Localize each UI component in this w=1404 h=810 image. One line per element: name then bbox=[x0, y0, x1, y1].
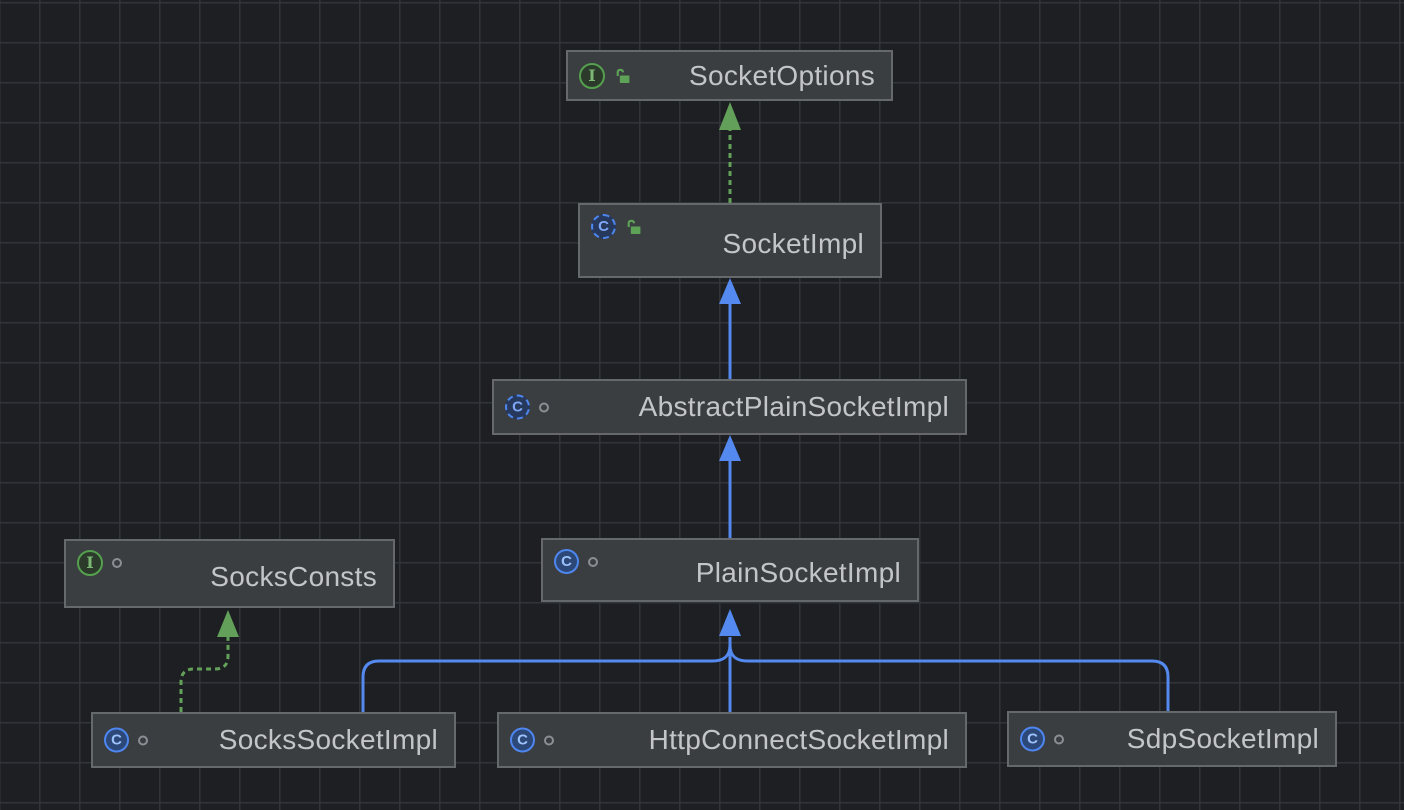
arrowhead bbox=[217, 610, 239, 637]
node-httpconnectsocketimpl[interactable]: C HttpConnectSocketImpl bbox=[497, 712, 967, 768]
edge-implements-socketimpl-socketoptions[interactable] bbox=[719, 102, 741, 203]
edge-extends-sdpsocketimpl-plainsocketimpl[interactable] bbox=[728, 644, 1170, 712]
class-icon: C bbox=[510, 727, 535, 753]
interface-icon: I bbox=[579, 62, 605, 89]
node-label: SocksConsts bbox=[210, 560, 377, 592]
edge-extends-plainsocketimpl-abstractplainsocketimpl[interactable] bbox=[719, 435, 741, 538]
node-label: SdpSocketImpl bbox=[1126, 723, 1319, 754]
unlocked-icon bbox=[614, 67, 631, 84]
node-socketoptions[interactable]: I SocketOptions bbox=[566, 50, 893, 101]
node-label: SocksSocketImpl bbox=[218, 724, 438, 755]
node-plainsocketimpl[interactable]: C PlainSocketImpl bbox=[541, 538, 919, 602]
package-private-icon bbox=[112, 558, 122, 568]
node-label: SocketOptions bbox=[689, 59, 875, 91]
edge-implements-sockssocketimpl-socksconsts[interactable] bbox=[179, 610, 239, 712]
package-private-icon bbox=[539, 402, 549, 412]
package-private-icon bbox=[138, 735, 148, 745]
interface-icon: I bbox=[77, 550, 103, 576]
arrowhead bbox=[719, 102, 741, 130]
abstract-class-icon: C bbox=[591, 214, 616, 239]
unlocked-icon bbox=[625, 218, 642, 235]
class-icon: C bbox=[1020, 726, 1045, 752]
package-private-icon bbox=[544, 735, 554, 745]
edge-extends-sockssocketimpl-plainsocketimpl[interactable] bbox=[361, 644, 732, 712]
node-sockssocketimpl[interactable]: C SocksSocketImpl bbox=[91, 712, 456, 768]
arrowhead bbox=[719, 435, 741, 461]
node-label: HttpConnectSocketImpl bbox=[648, 724, 949, 755]
node-icons: C bbox=[505, 394, 549, 420]
node-socksconsts[interactable]: I SocksConsts bbox=[64, 539, 395, 608]
arrowhead bbox=[719, 278, 741, 304]
node-label: SocketImpl bbox=[722, 227, 864, 259]
node-icons: C bbox=[104, 727, 148, 753]
node-label: AbstractPlainSocketImpl bbox=[638, 391, 949, 422]
package-private-icon bbox=[588, 556, 598, 567]
node-sdpsocketimpl[interactable]: C SdpSocketImpl bbox=[1007, 711, 1337, 767]
node-icons: I bbox=[77, 550, 122, 576]
class-icon: C bbox=[554, 549, 579, 574]
node-icons: C bbox=[510, 727, 554, 753]
node-icons: I bbox=[579, 62, 631, 89]
package-private-icon bbox=[1054, 734, 1064, 744]
node-icons: C bbox=[591, 214, 642, 239]
node-abstractplainsocketimpl[interactable]: C AbstractPlainSocketImpl bbox=[492, 379, 967, 435]
node-icons: C bbox=[554, 549, 598, 574]
class-icon: C bbox=[104, 727, 129, 753]
node-label: PlainSocketImpl bbox=[695, 557, 901, 588]
node-icons: C bbox=[1020, 726, 1064, 752]
node-socketimpl[interactable]: C SocketImpl bbox=[578, 203, 882, 278]
edge-extends-abstractplainsocketimpl-socketimpl[interactable] bbox=[719, 278, 741, 381]
abstract-class-icon: C bbox=[505, 394, 530, 420]
arrowhead bbox=[719, 609, 741, 636]
